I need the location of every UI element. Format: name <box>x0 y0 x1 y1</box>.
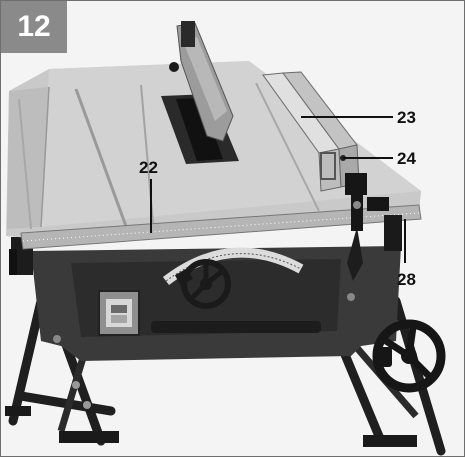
callout-28-label: 28 <box>397 270 416 289</box>
callout-22-label: 22 <box>139 158 158 177</box>
callout-leaders <box>150 116 406 263</box>
figure-number-badge: 12 <box>1 1 67 53</box>
callout-23-label: 23 <box>397 108 416 127</box>
callout-24-label: 24 <box>397 149 416 168</box>
